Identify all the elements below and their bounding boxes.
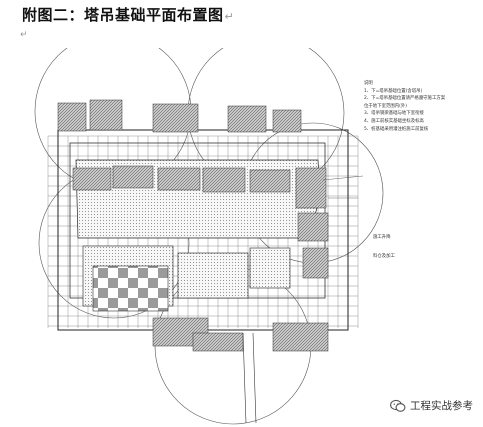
note-line: 4、施工前核实基础坐标及标高 [364,118,424,124]
east-building-block [297,212,329,279]
watermark-text: 工程实战参考 [410,400,473,412]
watermark: 工程实战参考 [390,398,473,413]
notes-heading: 说明 [364,81,373,86]
title-text: 附图二：塔吊基础平面布置图 [22,6,224,24]
note-line: 位于地下室范围内(外) [364,103,407,109]
dimension-leaders [322,175,364,199]
note-line: 3、塔吊钢梁基础与地下室衔接 [364,111,424,117]
blank-line-mark-icon: ↵ [20,30,28,40]
south-access-road [242,332,257,424]
south-building-row [152,317,329,352]
paragraph-mark-icon: ↵ [224,10,235,23]
page-title: 附图二：塔吊基础平面布置图↵ [22,4,234,25]
drawing-notes: 说明 1、下=塔吊基础位置(含塔吊) 2、下=塔吊基础位置请严格遵守施工方案 位… [364,80,445,133]
note-line: 1、下=塔吊基础位置(含塔吊) [364,88,423,94]
side-label-hoist: 施工升降 [373,235,391,240]
note-line: 2、下=塔吊基础位置请严格遵守施工方案 [364,96,446,102]
note-line: 5、桩基础采用灌注桩施工前复核 [364,126,429,132]
north-building-row [57,99,302,133]
site-plan-drawing [34,48,384,425]
side-label-yard: 料仓及加工 [373,254,395,259]
wechat-official-account-icon [390,399,406,412]
central-building-footprints [72,165,327,209]
checkered-plaza [92,265,169,312]
